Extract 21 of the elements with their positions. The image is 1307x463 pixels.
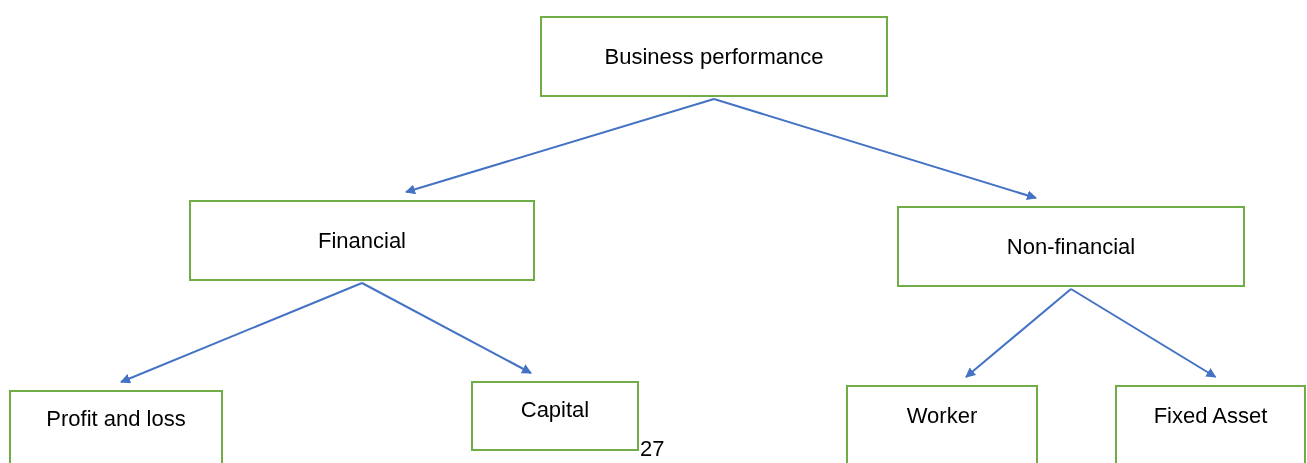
page-number: 27: [640, 436, 665, 462]
box-label: Profit and loss: [46, 406, 186, 432]
arrow: [120, 282, 363, 384]
category-box: [9, 390, 223, 463]
arrow: [965, 288, 1072, 378]
category-box: [189, 200, 535, 281]
arrow: [361, 282, 532, 374]
arrow: [1070, 288, 1217, 378]
box-label: Business performance: [604, 43, 824, 70]
arrow: [405, 98, 715, 195]
box-label: Non-financial: [1006, 233, 1136, 260]
box-label: Fixed Asset: [1153, 403, 1268, 429]
arrow: [713, 98, 1037, 201]
category-box: [846, 385, 1038, 463]
category-box: [540, 16, 888, 97]
box-label: Financial: [317, 227, 406, 254]
box-label: Worker: [906, 403, 978, 429]
category-box: [471, 381, 639, 451]
box-label: Capital: [520, 397, 590, 423]
category-box: [1115, 385, 1306, 463]
category-box: [897, 206, 1245, 287]
